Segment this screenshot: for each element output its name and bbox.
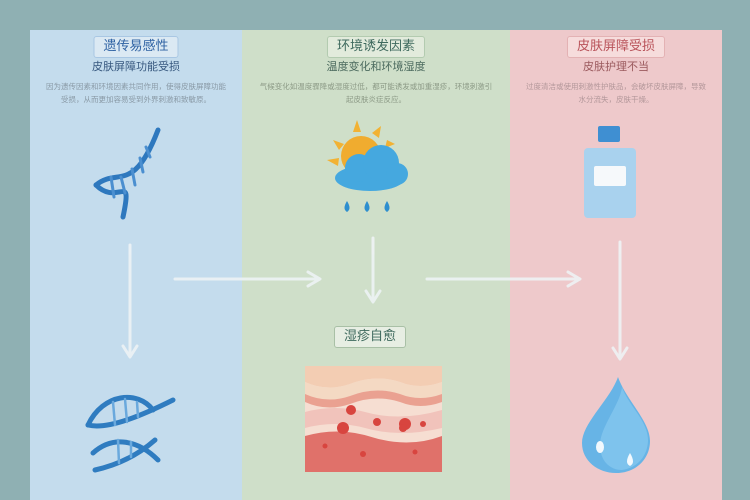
environment-subheading: 温度变化和环境湿度 — [326, 60, 426, 73]
skin-care-description: 过度清洁或使用刺激性护肤品，会破坏皮肤屏障，导致水分流失，皮肤干燥。 — [526, 82, 706, 104]
arrow-down-right — [611, 240, 629, 361]
environment-heading: 环境诱发因素 — [326, 36, 426, 58]
skin-layer-icon — [305, 366, 442, 472]
genetic-description: 因为遗传因素和环境因素共同作用，使得皮肤屏障功能受损，从而更加容易受到外界刺激和… — [46, 82, 226, 104]
arrow-down-middle — [364, 236, 382, 304]
arrow-right-middle — [425, 270, 582, 288]
arrow-down-left — [121, 243, 139, 359]
environment-description: 气候变化如温度骤降或湿度过低，都可能诱发或加重湿疹，环境刺激引起皮肤炎症反应。 — [259, 82, 493, 104]
center-label: 湿疹自愈 — [334, 326, 407, 348]
sun-cloud-rain-icon — [327, 120, 408, 212]
lotion-bottle-icon — [584, 126, 636, 218]
skin-care-subheading: 皮肤护理不当 — [583, 60, 649, 73]
dna-icon — [93, 127, 161, 220]
genetic-panel: 遗传易感性 皮肤屏障功能受损 因为遗传因素和环境因素共同作用，使得皮肤屏障功能受… — [30, 30, 242, 500]
arrow-right-left — [173, 270, 322, 288]
genetic-heading: 遗传易感性 — [93, 36, 179, 58]
skin-care-heading: 皮肤屏障受损 — [566, 36, 666, 58]
genetic-subheading: 皮肤屏障功能受损 — [92, 60, 180, 73]
water-drop-icon — [582, 377, 650, 473]
broken-dna-icon — [85, 394, 176, 473]
